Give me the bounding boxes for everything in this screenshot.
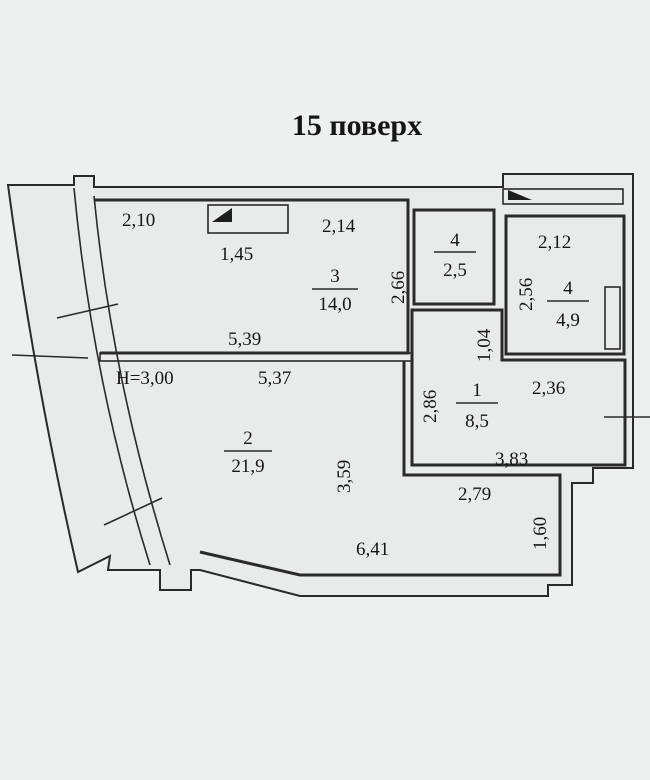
room-4a-label: 4 2,5 xyxy=(434,230,476,281)
dim-2-12: 2,12 xyxy=(538,232,571,253)
wall-niche xyxy=(207,204,289,234)
svg-text:4: 4 xyxy=(563,278,573,299)
room-4b-outline xyxy=(504,214,626,356)
svg-text:2: 2 xyxy=(243,428,253,449)
svg-text:4: 4 xyxy=(450,230,460,251)
vent-strip xyxy=(502,188,624,205)
dim-2-79: 2,79 xyxy=(458,484,491,505)
dim-1-04: 1,04 xyxy=(474,328,495,362)
dim-3-83: 3,83 xyxy=(495,449,528,470)
room-4b-label: 4 4,9 xyxy=(547,278,589,331)
svg-text:14,0: 14,0 xyxy=(318,294,351,315)
outer-wall xyxy=(6,173,634,597)
dim-1-45: 1,45 xyxy=(220,244,253,265)
room-2-outline xyxy=(199,361,562,577)
room-1-outline xyxy=(410,308,627,467)
dim-2-66: 2,66 xyxy=(388,271,409,304)
niche-mark-icon xyxy=(212,208,232,222)
bath-fixture xyxy=(604,286,621,350)
dim-3-59: 3,59 xyxy=(334,460,355,493)
svg-text:1: 1 xyxy=(472,380,482,401)
svg-text:21,9: 21,9 xyxy=(231,456,264,477)
svg-text:2,5: 2,5 xyxy=(443,260,467,281)
ceiling-height-label: H=3,00 xyxy=(116,368,174,389)
balcony-divider xyxy=(11,354,89,359)
balcony-curve xyxy=(73,187,151,566)
room-1-label: 1 8,5 xyxy=(456,380,498,432)
window-mark-upper xyxy=(56,303,119,319)
dim-5-37: 5,37 xyxy=(258,368,291,389)
dim-2-56: 2,56 xyxy=(516,278,537,311)
svg-text:8,5: 8,5 xyxy=(465,411,489,432)
dim-2-36: 2,36 xyxy=(532,378,565,399)
vent-mark-icon xyxy=(508,190,532,200)
dim-2-10: 2,10 xyxy=(122,210,155,231)
dim-2-14: 2,14 xyxy=(322,216,356,237)
dim-2-86: 2,86 xyxy=(420,390,441,423)
svg-text:4,9: 4,9 xyxy=(556,310,580,331)
floor-title: 15 поверх xyxy=(292,109,422,142)
window-mark-lower xyxy=(103,497,163,526)
room-4a-outline xyxy=(412,208,496,306)
room-2-label: 2 21,9 xyxy=(224,428,272,477)
dim-1-60: 1,60 xyxy=(530,517,551,550)
dim-5-39: 5,39 xyxy=(228,329,261,350)
balcony-curve-inner xyxy=(93,195,171,566)
room-3-label: 3 14,0 xyxy=(312,266,358,315)
svg-text:3: 3 xyxy=(330,266,340,287)
dim-6-41: 6,41 xyxy=(356,539,389,560)
